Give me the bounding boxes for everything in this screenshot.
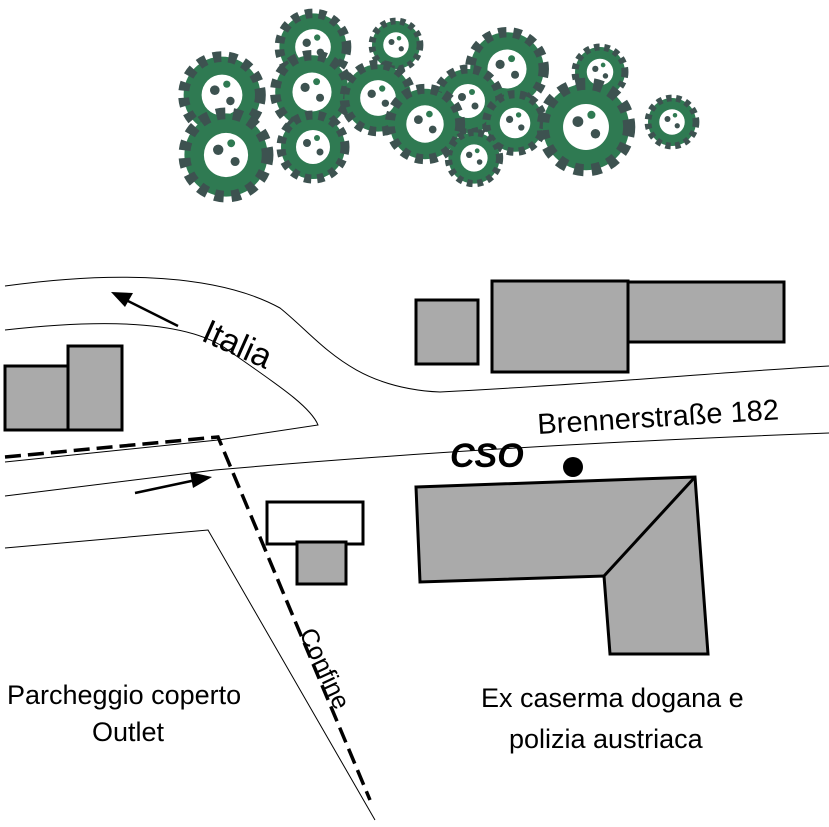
tree-icon xyxy=(390,89,460,159)
border-line xyxy=(4,435,372,801)
tree-icon xyxy=(448,132,499,183)
building xyxy=(414,298,480,366)
arrow-icon xyxy=(190,472,212,488)
road-edge xyxy=(4,276,829,393)
arrow-to-italia xyxy=(111,292,179,328)
label-street: Brennerstraße 182 xyxy=(536,394,779,441)
road-edge xyxy=(4,432,829,497)
building xyxy=(626,280,786,344)
tree-icon xyxy=(184,113,267,196)
label-cso: CSO xyxy=(450,437,524,475)
road-edge xyxy=(4,323,319,463)
tree-icon xyxy=(543,84,629,170)
building-outline xyxy=(265,500,365,546)
tree-cluster xyxy=(184,13,696,196)
road-network xyxy=(4,276,829,821)
arrow-incoming xyxy=(134,472,212,495)
building xyxy=(66,344,124,432)
station-marker-icon xyxy=(563,457,583,477)
building xyxy=(295,540,348,586)
building xyxy=(490,279,630,374)
building-divider xyxy=(602,475,697,578)
label-parking-line1: Parcheggio coperto xyxy=(7,680,241,710)
tree-icon xyxy=(372,21,420,69)
tree-icon xyxy=(648,98,696,146)
label-barracks-line1: Ex caserma dogana e xyxy=(481,683,744,713)
label-parking-line2: Outlet xyxy=(92,717,165,747)
barracks-building xyxy=(414,475,710,656)
tree-icon xyxy=(281,115,345,179)
label-italia: Italia xyxy=(197,313,278,377)
label-confine: Confine xyxy=(294,624,356,714)
arrow-icon xyxy=(111,292,133,307)
buildings xyxy=(3,279,786,656)
label-barracks-line2: polizia austriaca xyxy=(509,724,704,754)
building xyxy=(3,364,72,432)
road-edge xyxy=(4,529,376,821)
